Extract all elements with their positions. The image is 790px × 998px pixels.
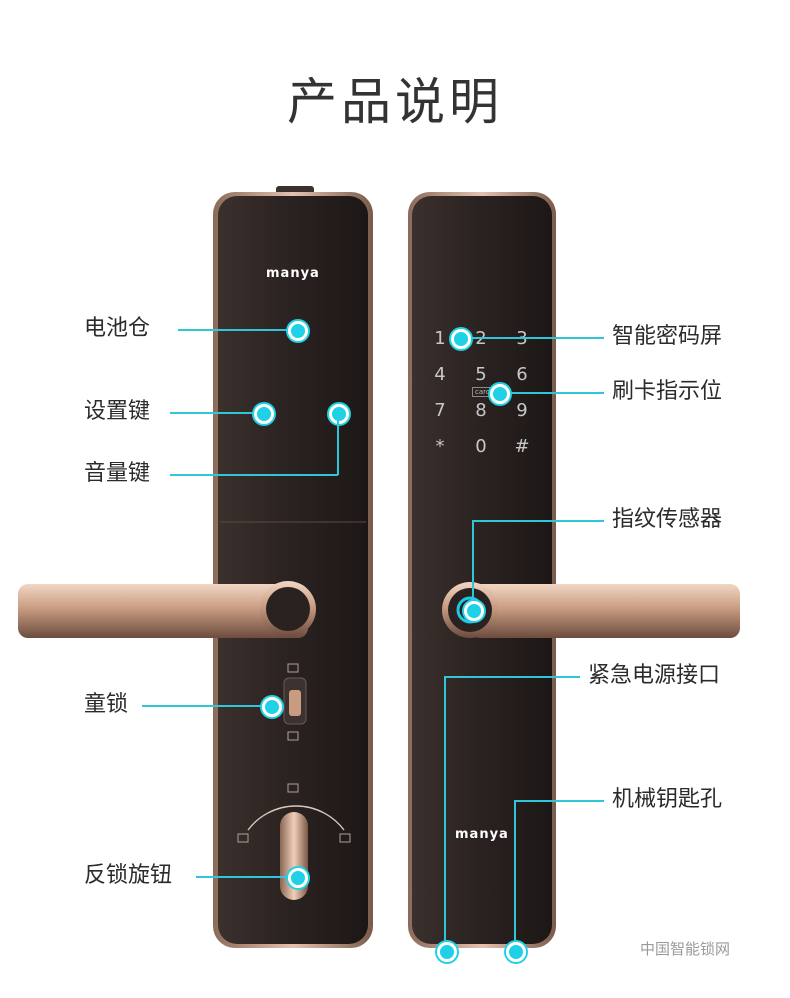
callout-line [498,392,604,394]
keypad-key: 4 [434,364,446,385]
keypad-key: 8 [475,400,487,421]
keypad-key: 3 [516,328,528,349]
callout-line [444,676,580,678]
callout-dot-battery [288,321,308,341]
callout-dot-keyhole [506,942,526,962]
label-keypad-screen: 智能密码屏 [612,324,723,349]
label-volume-key: 音量键 [84,461,151,486]
keypad-key: * [435,436,445,457]
callout-dot-settings-key [254,404,274,424]
keypad-key: 5 [475,364,487,385]
callout-dot-anti-lock-knob [288,868,308,888]
callout-line [196,876,296,878]
callout-dot-emergency-power [437,942,457,962]
page-title: 产品说明 [287,73,503,131]
callout-line [337,420,339,475]
label-battery: 电池仓 [84,316,151,341]
watermark: 中国智能锁网 [640,940,731,958]
keypad-key: 9 [516,400,528,421]
callout-line [514,800,604,802]
keypad-key: 6 [516,364,528,385]
callout-line [170,412,262,414]
callout-line [458,337,604,339]
callout-line [472,520,474,602]
label-settings-key: 设置键 [84,399,151,424]
keypad-key: 0 [475,436,487,457]
callout-line [142,705,270,707]
keypad-key: 1 [434,328,446,349]
label-fingerprint-sensor: 指纹传感器 [612,507,723,532]
callout-line [444,676,446,944]
callout-line [170,474,338,476]
callout-dot-keypad-screen [451,329,471,349]
label-mechanical-keyhole: 机械钥匙孔 [612,787,723,812]
callout-dot-fingerprint [464,601,484,621]
brand-logo-front: manya [455,827,509,842]
keypad-key: # [514,436,530,457]
label-child-lock: 童锁 [84,692,129,717]
brand-logo-back: manya [266,266,320,281]
label-anti-lock-knob: 反锁旋钮 [84,863,173,888]
label-card-position: 刷卡指示位 [612,379,723,404]
keypad-key: 7 [434,400,446,421]
callout-dot-settings-key-2 [329,404,349,424]
label-emergency-power: 紧急电源接口 [588,663,721,688]
back-panel-lock [18,186,373,948]
callout-line [178,329,296,331]
callout-dot-child-lock [262,697,282,717]
callout-dot-card-position [490,384,510,404]
callout-line [472,520,604,522]
keypad-key: 2 [475,328,487,349]
callout-line [514,800,516,944]
